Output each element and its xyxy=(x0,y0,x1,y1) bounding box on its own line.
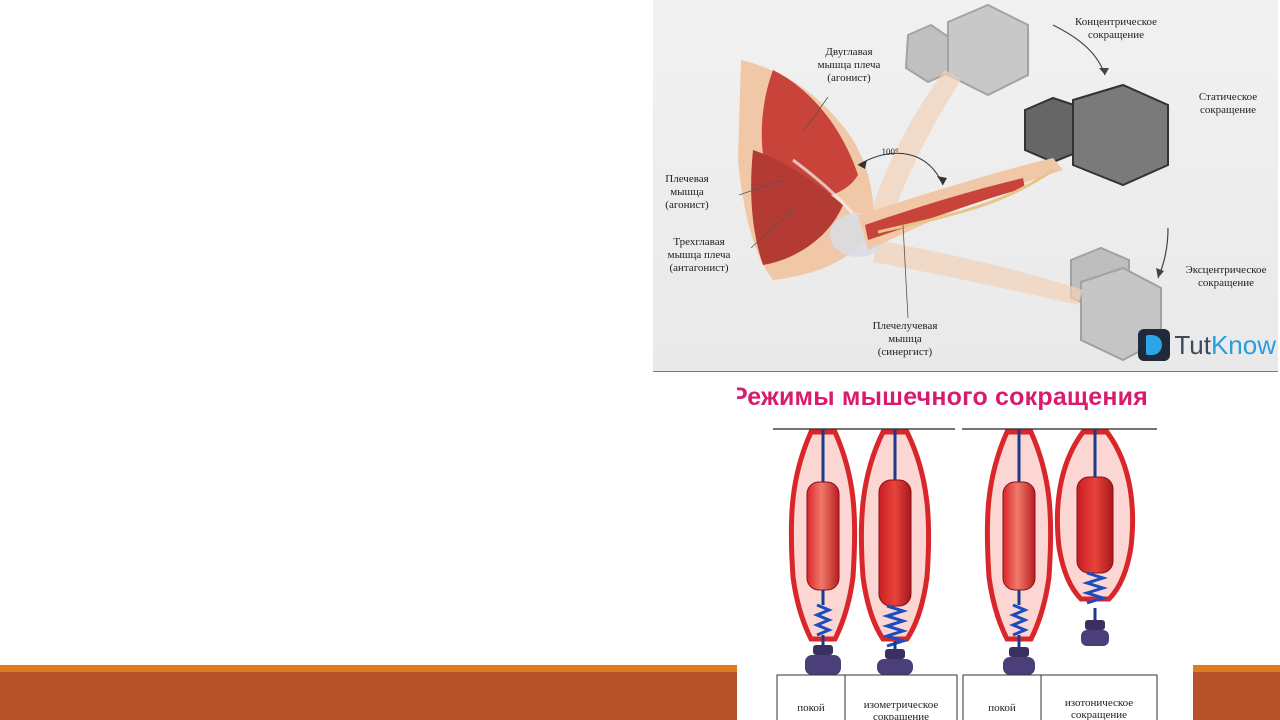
dumbbell-concentric xyxy=(904,3,1029,97)
cell-label-isotonic: изотоническое сокращение xyxy=(1064,697,1134,720)
accent-bar-thin xyxy=(0,665,1280,672)
label-biceps: Двуглавая мышца плеча (агонист) xyxy=(817,46,881,84)
logo-text-tut: Tut xyxy=(1174,330,1211,360)
cell-label-rest-1: покой xyxy=(797,702,825,714)
muscle-rest-2 xyxy=(984,429,1054,675)
label-triceps: Трехглавая мышца плеча (антагонист) xyxy=(667,236,731,274)
muscle-isometric xyxy=(858,429,932,675)
modes-title: Режимы мышечного сокращения xyxy=(737,383,1148,411)
arm-drawing xyxy=(738,3,1169,362)
arm-muscle-illustration: Концентрическое сокращение Двуглавая мыш… xyxy=(653,0,1278,372)
muscle-rest-1 xyxy=(788,429,858,675)
label-angle: 100° xyxy=(881,147,899,157)
label-concentric: Концентрическое сокращение xyxy=(1074,16,1158,41)
label-brachialis: Плечевая мышца (агонист) xyxy=(665,173,709,211)
modes-drawing xyxy=(773,428,1158,720)
label-brachioradialis: Плечелучевая мышца (синергист) xyxy=(872,320,938,358)
label-static: Статическое сокращение xyxy=(1198,91,1258,116)
cell-label-isometric: изометрическое сокращение xyxy=(863,699,939,720)
contraction-modes-illustration: Режимы мышечного сокращения xyxy=(737,377,1193,720)
cell-label-rest-2: покой xyxy=(988,702,1016,714)
logo-text-know: Know xyxy=(1210,330,1276,360)
muscle-isotonic xyxy=(1054,429,1136,646)
dumbbell-static xyxy=(1024,83,1169,187)
tutknow-logo-icon xyxy=(1138,329,1171,361)
label-eccentric: Эксцентрическое сокращение xyxy=(1185,264,1267,289)
